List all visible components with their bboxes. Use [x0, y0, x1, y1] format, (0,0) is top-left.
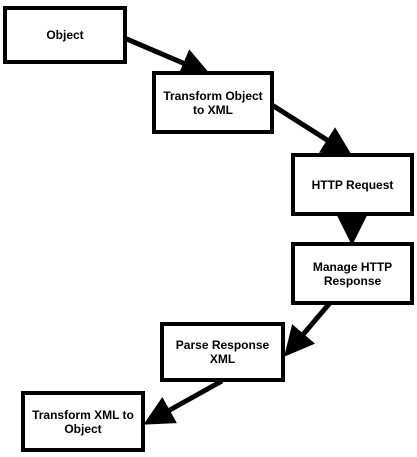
node-http-request: HTTP Request: [291, 153, 414, 216]
edge-parse-to-toobject: [143, 378, 224, 425]
node-parse-response-xml-label: Parse Response XML: [175, 338, 270, 366]
node-transform-object-to-xml: Transform Object to XML: [152, 71, 274, 134]
node-object: Object: [3, 6, 127, 64]
node-transform-xml-to-object: Transform XML to Object: [21, 391, 145, 452]
node-transform-object-to-xml-label: Transform Object to XML: [163, 88, 263, 117]
node-http-request-label: HTTP Request: [311, 177, 394, 192]
edge-transform-to-http: [270, 102, 353, 157]
node-object-label: Object: [46, 28, 84, 42]
node-parse-response-xml: Parse Response XML: [160, 322, 285, 382]
node-transform-xml-to-object-label: Transform XML to Object: [32, 407, 134, 436]
node-manage-http-response-label: Manage HTTP Response: [312, 259, 393, 288]
edge-object-to-transform: [121, 34, 211, 77]
node-manage-http-response: Manage HTTP Response: [291, 242, 414, 305]
